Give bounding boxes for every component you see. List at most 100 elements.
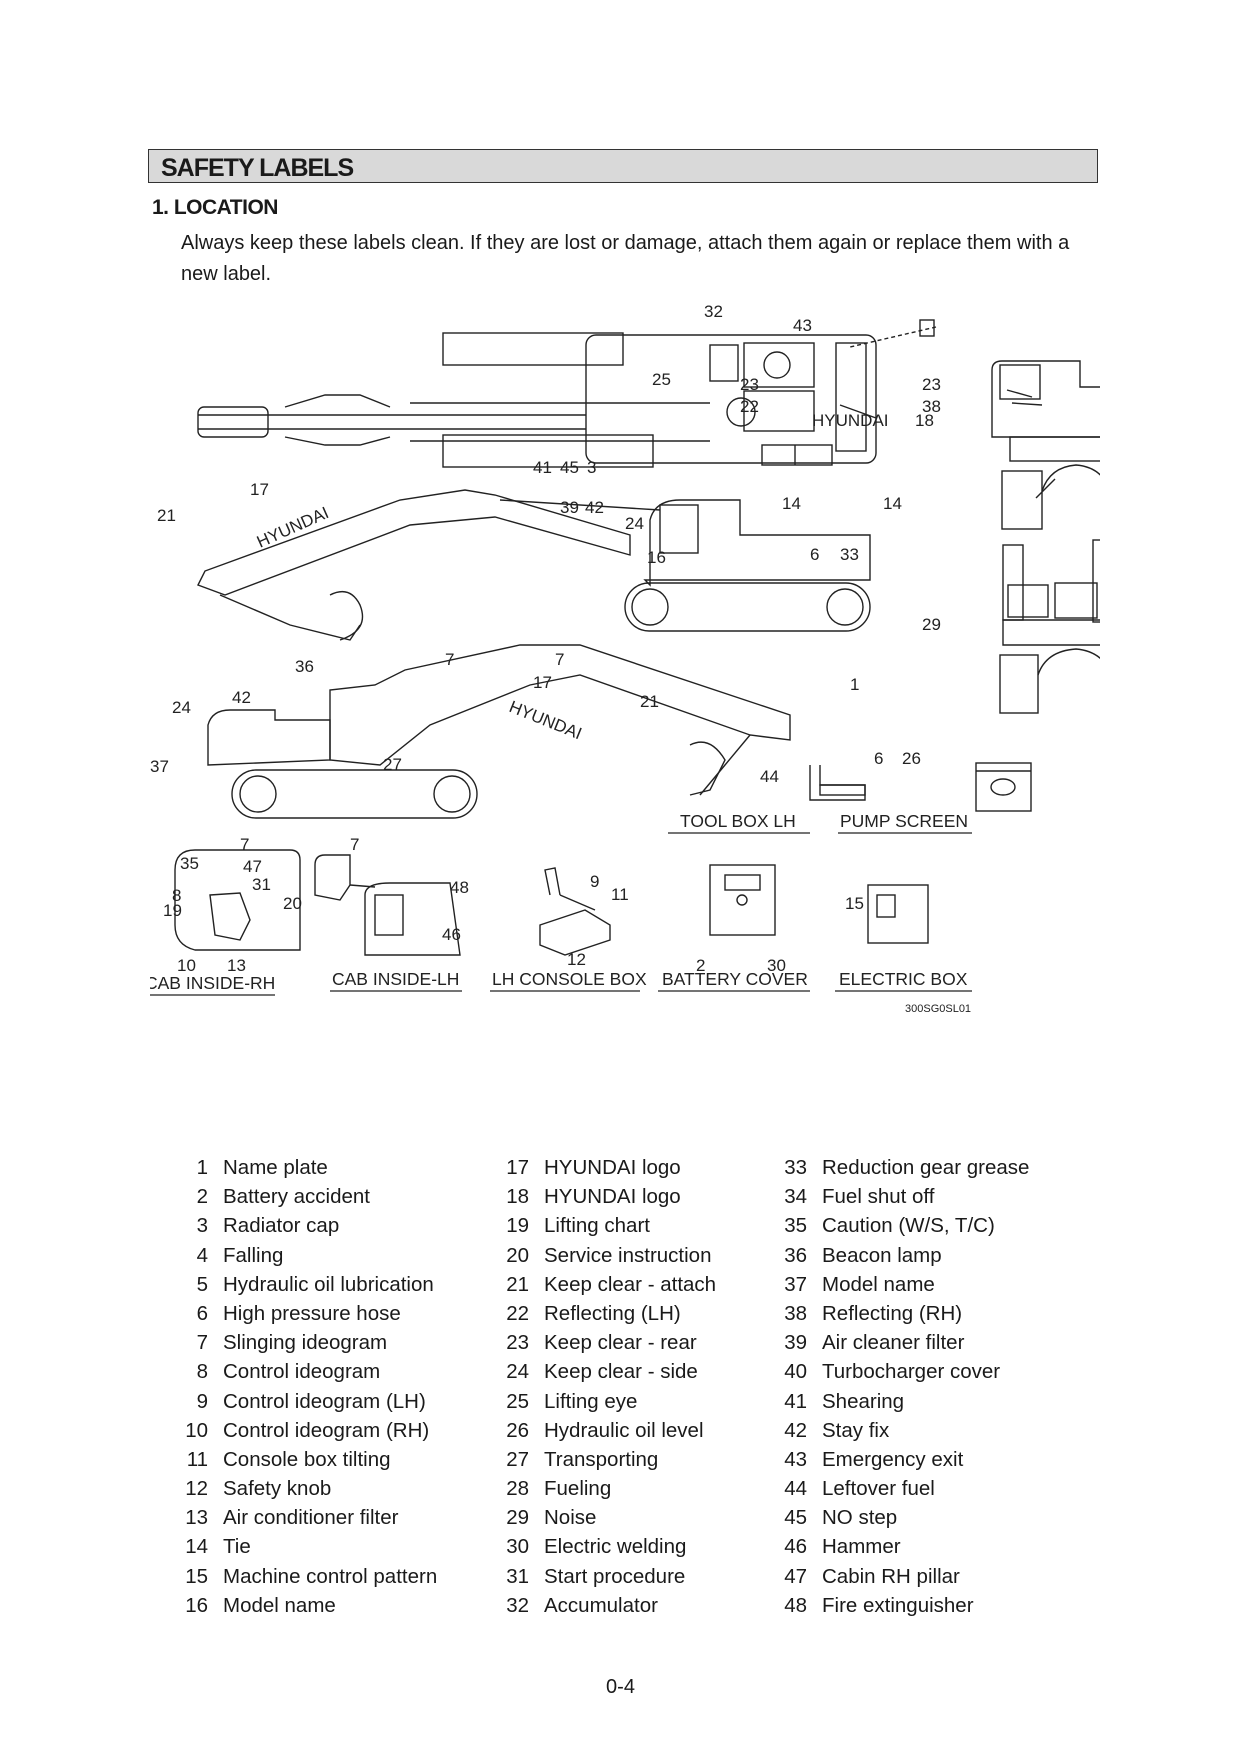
callout-28: 28 — [523, 295, 542, 297]
brand-text-boom-right: HYUNDAI — [507, 697, 585, 743]
callout-47: 47 — [243, 857, 262, 876]
callout-31: 31 — [252, 875, 271, 894]
callout-23-left: 23 — [740, 375, 759, 394]
callout-26: 26 — [902, 749, 921, 768]
pump-screen-view — [975, 762, 1032, 812]
callout-8: 8 — [172, 886, 181, 905]
section-title: SAFETY LABELS — [161, 154, 354, 182]
callout-15: 15 — [845, 894, 864, 913]
caption-console: LH CONSOLE BOX — [492, 969, 647, 989]
callout-18: 18 — [915, 411, 934, 430]
tool-box-view — [809, 765, 866, 801]
callout-12: 12 — [567, 950, 586, 969]
label-location-figure: HYUNDAI HYUNDAI HYUNDAI 28 4 5 34 40 32 … — [150, 295, 1100, 1015]
callout-5: 5 — [571, 295, 580, 297]
page-number: 0-4 — [606, 1676, 635, 1698]
callout-41: 41 — [533, 458, 552, 477]
caption-cab-lh: CAB INSIDE-LH — [332, 969, 459, 989]
callout-24-right: 24 — [172, 698, 191, 717]
front-view — [999, 539, 1100, 714]
side-view-left — [197, 489, 871, 641]
cab-lh-view — [314, 854, 461, 956]
callout-44: 44 — [760, 767, 779, 786]
callout-33: 33 — [840, 545, 859, 564]
callout-4: 4 — [553, 295, 562, 297]
callout-23-right: 23 — [922, 375, 941, 394]
callout-7-a: 7 — [445, 650, 454, 669]
side-view-right — [207, 644, 791, 819]
callout-37: 37 — [150, 757, 169, 776]
callout-7-d: 7 — [350, 835, 359, 854]
electric-box-view — [867, 884, 929, 944]
callout-34: 34 — [586, 295, 605, 297]
callout-45: 45 — [560, 458, 579, 477]
callout-16: 16 — [647, 548, 666, 567]
callout-38: 38 — [922, 397, 941, 416]
callout-2: 2 — [696, 956, 705, 975]
brand-text-rear: HYUNDAI — [812, 411, 889, 430]
callout-27: 27 — [383, 755, 402, 774]
callout-1: 1 — [850, 675, 859, 694]
callout-25: 25 — [652, 370, 671, 389]
callout-35: 35 — [180, 854, 199, 873]
callout-6-pump: 6 — [874, 749, 883, 768]
caption-tool-box: TOOL BOX LH — [680, 811, 796, 831]
rear-view — [991, 360, 1100, 530]
callout-9: 9 — [590, 872, 599, 891]
caption-cab-rh: CAB INSIDE-RH — [150, 973, 275, 993]
callout-11: 11 — [611, 885, 629, 904]
callout-24-left: 24 — [625, 514, 644, 533]
callout-43: 43 — [793, 316, 812, 335]
callout-40: 40 — [606, 295, 625, 297]
callout-17-left: 17 — [250, 480, 269, 499]
battery-cover-view — [709, 864, 776, 936]
callout-30: 30 — [767, 956, 786, 975]
callout-6-front: 6 — [810, 545, 819, 564]
callout-46: 46 — [442, 925, 461, 944]
callout-14-left: 14 — [782, 494, 801, 513]
intro-text: Always keep these labels clean. If they … — [181, 232, 1070, 285]
callout-21-left: 21 — [157, 506, 176, 525]
callout-7-c: 7 — [240, 835, 249, 854]
callout-36: 36 — [295, 657, 314, 676]
callout-39: 39 — [560, 498, 579, 517]
callout-42-left: 42 — [585, 498, 604, 517]
callout-3: 3 — [587, 458, 596, 477]
console-view — [539, 867, 611, 956]
